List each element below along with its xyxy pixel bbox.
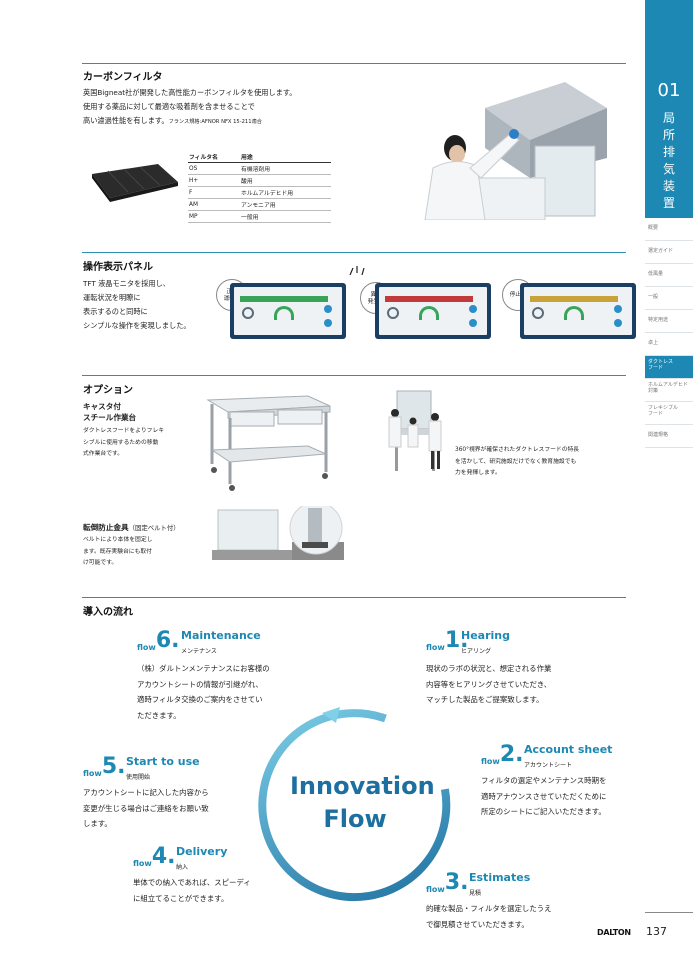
section-divider [82,375,626,376]
step-1-title: Hearing [461,629,510,642]
section-divider [82,63,626,64]
step-6-title: Maintenance [181,629,261,642]
alert-icon [348,264,366,278]
step-5-text: アカウントシートに記入した内容から 変更が生じる場合はご連絡をお願い致 します。 [83,788,209,828]
anti-tip-text: ベルトにより本体を固定し ます。既存実験台にも取付 け可能です。 [83,537,153,566]
step-4-subtitle: 納入 [176,864,189,871]
side-item-general[interactable]: 一般 [645,287,693,310]
chapter-title: 局 所 排 気 装 置 [662,111,675,210]
flow-step-4: flow4. [133,844,176,869]
side-item-overview[interactable]: 概要 [645,218,693,241]
hood-classroom-photo [383,383,447,475]
chapter-tab: 01 局 所 排 気 装 置 [645,0,693,218]
step-3-title: Estimates [469,871,531,884]
table-header: 用途 [240,151,331,163]
filter-change-photo [415,68,607,220]
panel-screen-error [375,283,491,339]
side-item-desktop[interactable]: 卓上 [645,333,693,356]
side-item-flexible[interactable]: フレキシブル フード [645,402,693,425]
work-table-image [206,395,331,491]
side-item-formaldehyde[interactable]: ホルムアルデヒド 対策 [645,379,693,402]
caster-text: ダクトレスフードをよりフレキ シブルに使用するための移動 式作業台です。 [83,428,165,457]
step-5-title: Start to use [126,755,200,768]
option-title: オプション [83,385,133,396]
panel-title: 操作表示パネル [83,262,153,273]
step-4-text: 単体での納入であれば、スピーディ に組立てることができます。 [133,878,251,903]
panel-screen-stopped [520,283,636,339]
table-row: H+酸用 [188,174,331,187]
flow-step-5: flow5. [83,754,126,779]
flow-cycle-ring [258,707,451,902]
step-3-subtitle: 見積 [469,890,482,897]
step-4-title: Delivery [176,845,228,858]
section-divider [82,252,626,253]
side-item-ductless[interactable]: ダクトレス フード [645,356,693,379]
side-item-guide[interactable]: 選定ガイド [645,241,693,264]
panel-screen-normal [230,283,346,339]
classroom-caption: 360°視界が確保されたダクトレスフードの特長 を活かして、研究施設だけでなく教… [455,447,580,476]
step-1-text: 現状のラボの状況と、想定される作業 内容等をヒアリングさせていただき、 マッチし… [426,664,552,704]
carbon-title: カーボンフィルタ [83,72,163,83]
panel-text: TFT 液晶モニタを採用し、 運転状況を明瞭に 表示するのと同時に シンプルな操… [83,279,191,330]
step-6-text: （株）ダルトンメンテナンスにお客様の アカウントシートの情報が引継がれ、 適時フ… [137,664,270,720]
step-2-text: フィルタの選定やメンテナンス時期を 適時アナウンスさせていただくために 所定のシ… [481,776,607,816]
flow-step-3: flow3. [426,870,469,895]
flow-step-2: flow2. [481,742,524,767]
step-3-text: 的確な製品・フィルタを選定したうえ で御見積させていただきます。 [426,904,552,929]
chapter-number: 01 [657,80,681,101]
anti-tip-title: 転倒防止金具（固定ベルト付） [83,523,180,532]
side-item-specific[interactable]: 特定用途 [645,310,693,333]
dalton-logo: DALTON [597,928,631,937]
caster-title: キャスタ付 スチール作業台 [83,402,137,422]
table-header: フィルタ名 [188,151,241,163]
side-item-standards[interactable]: 関連規格 [645,425,693,448]
step-2-title: Account sheet [524,743,613,756]
side-item-low-airflow[interactable]: 低風量 [645,264,693,287]
side-divider [645,912,693,913]
carbon-text: 英国Bigneat社が開発した高性能カーボンフィルタを使用します。 使用する薬品… [83,88,297,125]
carbon-filter-image [92,164,178,202]
step-6-subtitle: メンテナンス [181,648,217,655]
section-divider [82,597,626,598]
anti-tip-bracket-photo [212,506,344,568]
step-2-subtitle: アカウントシート [524,762,573,769]
flow-step-1: flow1. [426,628,469,653]
step-5-subtitle: 使用開始 [126,774,151,781]
side-menu: 概要 選定ガイド 低風量 一般 特定用途 卓上 ダクトレス フード ホルムアルデ… [645,218,693,448]
page-number: 137 [646,925,667,938]
step-1-subtitle: ヒアリング [461,648,492,655]
innovation-flow-title: Innovation Flow [290,772,435,833]
intro-title: 導入の流れ [83,607,133,618]
flow-step-6: flow6. [137,628,180,653]
